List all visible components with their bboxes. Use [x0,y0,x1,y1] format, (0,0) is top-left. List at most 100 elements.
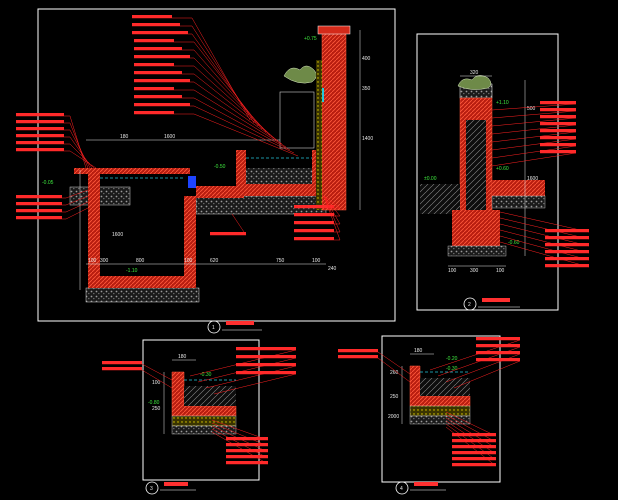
s2-annotation-note [540,122,576,125]
s2-annotation-note [545,257,589,260]
s3-leader-line [102,363,173,381]
s2-level-3: ±0.00 [424,176,437,182]
s2-annotation-note [545,229,589,232]
s4-leader-line [338,357,411,383]
dim-h-4: 100 [184,258,193,264]
step-wall [196,186,244,198]
s1-leader-line [16,143,95,169]
s1-annotation-note [294,213,334,216]
dim-v-4: 1600 [112,232,123,238]
dim-h-6: 750 [276,258,285,264]
s3-annotation-note [226,461,268,464]
s3-annotation-note [226,455,268,458]
s2-annotation-note [540,136,576,139]
pond-floor [236,184,326,196]
s3-leader-line [102,369,173,389]
s1-leader-line [134,49,267,133]
s1-annotation-note [134,87,174,90]
s2-dim-bottom-3: 100 [496,268,505,274]
section-3-number-circle [145,481,159,495]
section-2-number: 2 [468,302,471,308]
s3-level-1: -0.30 [200,372,212,378]
s2-leader-line [499,235,590,261]
s4-annotation-note [452,457,496,460]
s3-annotation-note [102,361,142,364]
s1-annotation-note [134,63,174,66]
section-4-drawing: 180 260 250 2000 -0.20 -0.30 [388,348,471,425]
s3-annotation-note [226,443,268,446]
basin-wall-bottom [88,276,196,288]
fountain-base [279,91,315,149]
s2-dim-right-1: 500 [527,106,536,112]
s2-dim-top-value: 320 [470,70,479,76]
s3-annotation-note [236,363,296,366]
s1-annotation-note [16,202,62,205]
s1-leader-line [134,113,299,157]
s1-annotation-note [16,195,62,198]
s4-level-2: -0.30 [446,366,458,372]
s2-annotation-note [540,129,576,132]
s4-dim-left-1: 260 [390,370,399,376]
s2-plant-icon [457,75,492,90]
s4-level-1: -0.20 [446,356,458,362]
s4-annotation-note [452,463,496,466]
s1-annotation-note [294,229,334,232]
s2-annotation-note [545,243,589,246]
section-1-number: 1 [212,325,215,331]
s2-annotation-note [540,108,576,111]
s1-leader-line [134,73,279,142]
s1-annotation-note [16,209,62,212]
s3-annotation-note [226,437,268,440]
s4-annotation-note [476,358,520,361]
level-1: -0.05 [42,180,54,186]
drawing-frame-1 [37,8,396,322]
dim-v-1: 400 [362,56,371,62]
s2-level-4: -0.60 [508,240,520,246]
dim-v-2: 350 [362,86,371,92]
section-1-number-circle [207,320,221,334]
s2-footing [452,210,500,246]
s3-dim-top-value: 180 [178,354,187,360]
section-4-number-circle [395,481,409,495]
s1-annotation-note [294,221,334,224]
section-4-number: 4 [400,486,403,492]
dim-top-1: 180 [120,134,129,140]
s1-annotation-note [16,134,64,137]
dim-h-5: 620 [210,258,219,264]
s4-leader-line [445,414,497,443]
s1-annotation-note [132,31,188,34]
s3-leader-line [211,422,269,447]
s2-annotation-note [545,236,589,239]
plant-icon [283,65,317,84]
s1-annotation-note [16,148,64,151]
s1-leader-line [210,213,247,236]
s4-sand [409,405,471,417]
dim-h-1: 100 [88,258,97,264]
s1-annotation-note [16,120,64,123]
s4-annotation-note [476,351,520,354]
s2-soil-left [420,184,460,214]
s2-level-2: +0.60 [496,166,509,172]
s4-dim-left-2: 250 [390,394,399,400]
s2-gravel-side [491,195,546,209]
section-2-annotations [491,101,590,268]
s2-annotation-note [540,150,576,153]
pond-gravel [246,168,312,184]
s2-dim-right-2: 1600 [527,176,538,182]
s3-soil [184,386,236,406]
s3-gravel [171,425,237,435]
upper-slab [74,168,190,174]
s1-annotation-note [16,216,62,219]
dim-h-2: 300 [100,258,109,264]
s1-annotation-note [134,55,190,58]
section-4-title-text [414,482,438,486]
s4-annotation-note [452,433,496,436]
s4-dim-left-3: 2000 [388,414,399,420]
gravel-base-left [85,287,200,303]
s2-level-1: +1.10 [496,100,509,106]
s1-annotation-note [134,95,182,98]
drawing-frame-3 [142,339,260,481]
s2-leader-line [491,152,577,167]
s4-dim-top-value: 180 [414,348,423,354]
section-1-annotations [16,15,341,241]
